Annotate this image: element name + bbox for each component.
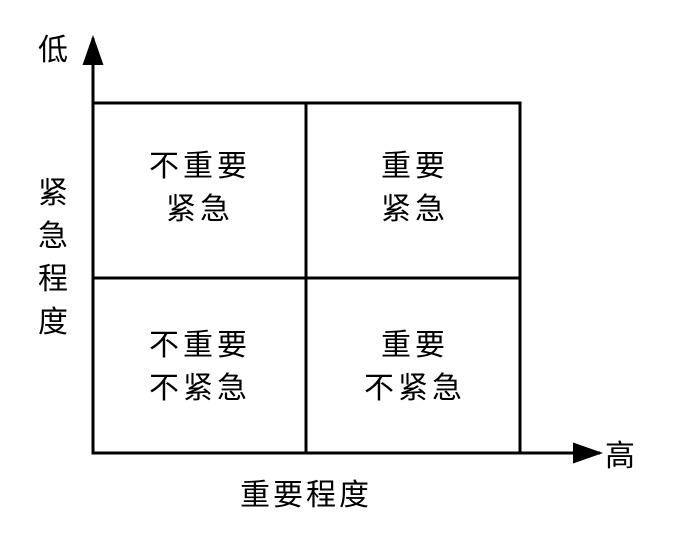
quadrant-label-line: 重要 bbox=[381, 328, 449, 363]
quadrant-bottom-right: 重要 不紧急 bbox=[364, 328, 466, 406]
y-axis-title-char: 紧 bbox=[38, 176, 68, 211]
quadrant-label-line: 不重要 bbox=[149, 328, 251, 363]
quadrant-label-line: 不紧急 bbox=[364, 371, 466, 406]
y-axis-title: 紧 急 程 度 bbox=[38, 176, 68, 340]
y-axis-title-char: 程 bbox=[38, 262, 68, 297]
y-axis-end-label: 低 bbox=[38, 33, 68, 68]
quadrant-label-line: 紧急 bbox=[166, 192, 234, 227]
y-axis-title-char: 度 bbox=[38, 305, 68, 340]
y-axis-title-char: 急 bbox=[38, 219, 68, 254]
quadrant-label-line: 紧急 bbox=[381, 192, 449, 227]
quadrant-label-line: 重要 bbox=[381, 149, 449, 184]
x-axis-title: 重要程度 bbox=[240, 478, 372, 513]
quadrant-bottom-left: 不重要 不紧急 bbox=[149, 328, 251, 406]
quadrant-label-line: 不紧急 bbox=[149, 371, 251, 406]
quadrant-top-left: 不重要 紧急 bbox=[149, 149, 251, 227]
quadrant-top-right: 重要 紧急 bbox=[381, 149, 449, 227]
x-axis-end-label: 高 bbox=[605, 439, 635, 474]
quadrant-label-line: 不重要 bbox=[149, 149, 251, 184]
